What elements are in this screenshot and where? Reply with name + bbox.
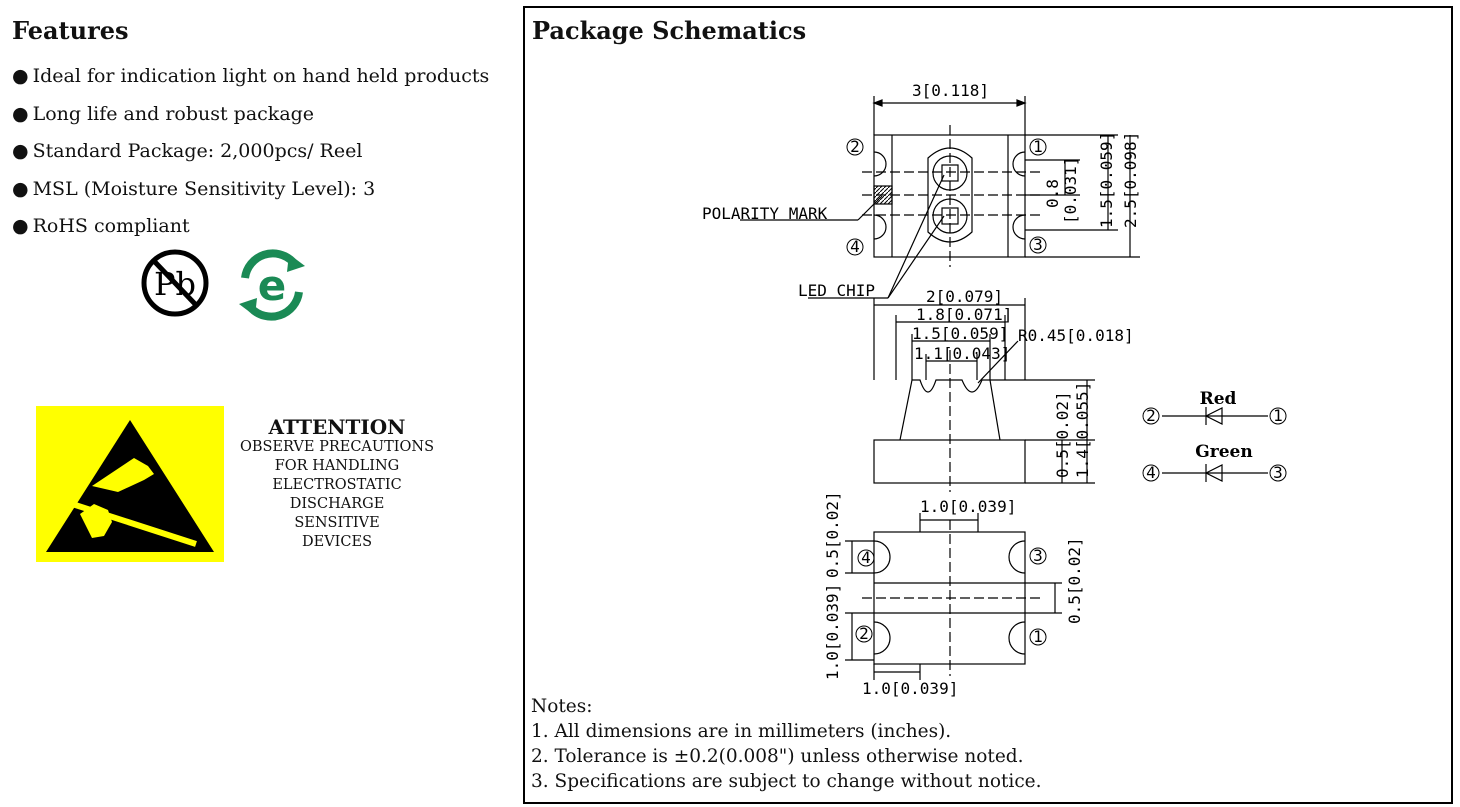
attention-line: FOR HANDLING xyxy=(274,458,400,474)
pin-label: 3 xyxy=(1033,235,1043,254)
polarity-mark-label: POLARITY MARK xyxy=(702,204,828,223)
led-red-label: Red xyxy=(1200,389,1237,409)
list-item: ●Standard Package: 2,000pcs/ Reel xyxy=(12,140,363,162)
pin-label: 2 xyxy=(850,137,860,156)
dim-label: 3[0.118] xyxy=(912,81,989,100)
attention-title: ATTENTION xyxy=(268,415,406,439)
pin-label: 1 xyxy=(1033,137,1043,156)
features-list: ●Ideal for indication light on hand held… xyxy=(12,64,489,252)
dim-label: 1.0[0.039] xyxy=(862,679,958,698)
svg-text:e: e xyxy=(258,261,287,310)
dim-label: 1.5[0.059] xyxy=(1097,132,1116,228)
dim-label: 2.5[0.098] xyxy=(1121,132,1140,228)
attention-line: DISCHARGE xyxy=(289,496,385,512)
dim-label: 2[0.079] xyxy=(926,287,1003,306)
features-title: Features xyxy=(12,16,129,45)
pin-label: 4 xyxy=(1146,463,1156,482)
pin-label: 4 xyxy=(861,548,871,567)
dim-label: 1.4[0.055] xyxy=(1073,382,1092,478)
note-item: 1. All dimensions are in millimeters (in… xyxy=(531,721,952,742)
pin-label: 2 xyxy=(1146,406,1156,425)
attention-line: SENSITIVE xyxy=(294,515,380,531)
pin-label: 3 xyxy=(1033,546,1043,565)
dim-label: 1.0[0.039] xyxy=(920,497,1016,516)
attention-line: OBSERVE PRECAUTIONS xyxy=(239,439,435,455)
attention-notice: ATTENTION OBSERVE PRECAUTIONS FOR HANDLI… xyxy=(232,416,442,552)
notes: Notes: 1. All dimensions are in millimet… xyxy=(531,694,1042,794)
dim-label: [0.031] xyxy=(1061,157,1080,224)
pin-label: 1 xyxy=(1273,406,1283,425)
list-item: ●Ideal for indication light on hand held… xyxy=(12,65,490,87)
list-item: ●Long life and robust package xyxy=(12,102,315,125)
rohs-eco-icon: e xyxy=(238,249,306,321)
dim-label: 1.5[0.059] xyxy=(912,324,1008,343)
dim-label: 1.0[0.039] xyxy=(823,584,842,680)
dim-label: R0.45[0.018] xyxy=(1018,326,1134,345)
dim-label: 1.1[0.043] xyxy=(914,344,1010,363)
esd-warning-icon xyxy=(36,406,224,562)
led-chip-label: LED CHIP xyxy=(798,281,875,300)
dim-label: 1.8[0.071] xyxy=(916,305,1012,324)
note-item: 3. Specifications are subject to change … xyxy=(531,771,1042,792)
notes-heading: Notes: xyxy=(531,696,593,717)
attention-line: DEVICES xyxy=(301,534,373,550)
svg-text:Pb: Pb xyxy=(154,265,196,303)
dim-label: 0.5[0.02] xyxy=(1053,391,1072,478)
pb-free-icon: Pb xyxy=(141,249,209,317)
pin-label: 3 xyxy=(1273,463,1283,482)
panel-title: Package Schematics xyxy=(532,16,807,45)
pin-label: 2 xyxy=(859,624,869,643)
package-schematics-panel xyxy=(523,6,1453,804)
attention-line: ELECTROSTATIC xyxy=(272,477,402,493)
list-item: ●RoHS compliant xyxy=(12,215,190,237)
note-item: 2. Tolerance is ±0.2(0.008") unless othe… xyxy=(531,746,1024,767)
dim-label: 0.5[0.02] xyxy=(823,491,842,578)
dim-label: 0.8 xyxy=(1043,179,1062,208)
dim-label: 0.5[0.02] xyxy=(1065,537,1084,624)
pin-label: 1 xyxy=(1033,627,1043,646)
list-item: ●MSL (Moisture Sensitivity Level): 3 xyxy=(12,177,376,200)
pin-label: 4 xyxy=(850,237,860,256)
led-green-label: Green xyxy=(1195,442,1252,462)
